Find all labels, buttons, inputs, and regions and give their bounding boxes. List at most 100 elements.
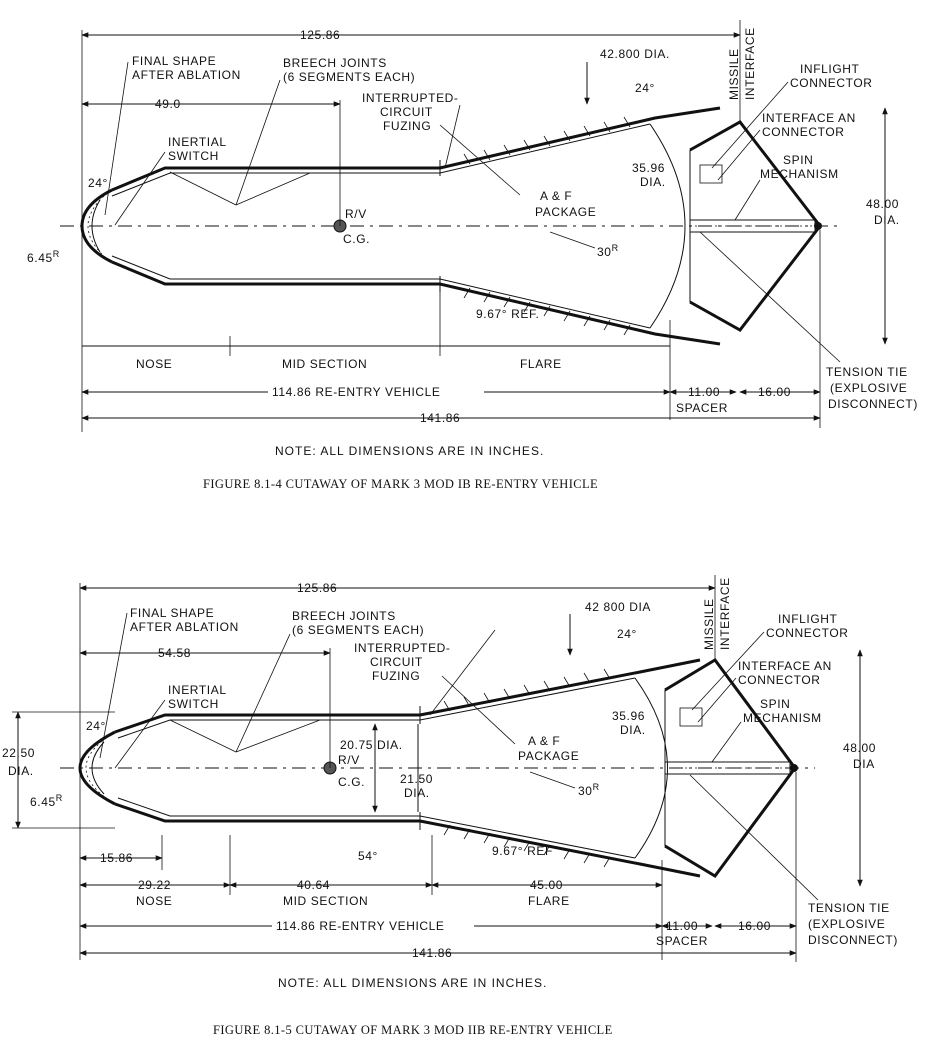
dim-nose-radius: 6.45R [30, 793, 63, 809]
dim-flare-len: 45.00 [530, 878, 563, 892]
dim-flare-angle: 24° [617, 627, 637, 641]
label-af-2: PACKAGE [535, 205, 596, 219]
label-mid: MID SECTION [282, 357, 367, 371]
dim-cg-dist: 54.58 [158, 646, 191, 660]
dim-package-dia-unit: DIA. [620, 723, 646, 737]
label-final-shape-2: AFTER ABLATION [132, 68, 241, 82]
dim-nose-len: 29.22 [138, 878, 171, 892]
dim-mid-len: 40.64 [297, 878, 330, 892]
vehicle-outline [78, 658, 798, 878]
label-inflight-2: CONNECTOR [790, 76, 873, 90]
dim-flare-ref: 9.67° REF [492, 844, 553, 858]
label-nose: NOSE [136, 357, 172, 371]
label-iface-an-2: CONNECTOR [738, 673, 821, 687]
label-fuzing-3: FUZING [372, 669, 420, 683]
label-inertial-1: INERTIAL [168, 683, 227, 697]
label-tension-2: (EXPLOSIVE [808, 917, 885, 931]
dim-package-dia-unit: DIA. [640, 175, 666, 189]
label-inflight-1: INFLIGHT [778, 612, 838, 626]
label-spin-1: SPIN [760, 697, 790, 711]
dim-spacer-label: SPACER [676, 401, 728, 415]
label-tension-3: DISCONNECT) [828, 397, 918, 411]
label-rv-cg-2: C.G. [343, 232, 370, 246]
dim-mid-dia2: 21.50 [400, 772, 433, 786]
label-fuzing-2: CIRCUIT [370, 655, 423, 669]
label-inflight-2: CONNECTOR [766, 626, 849, 640]
dim-nose-angle: 24° [86, 719, 106, 733]
label-inertial-2: SWITCH [168, 697, 219, 711]
label-interface: INTERFACE [743, 27, 757, 100]
dim-overall: 125.86 [297, 581, 337, 595]
dim-nose-dia: 22.50 [2, 746, 35, 760]
dim-nose-radius: 6.45R [27, 249, 60, 265]
label-missile: MISSILE [727, 48, 741, 100]
label-spin-2: MECHANISM [743, 711, 822, 725]
label-tension-2: (EXPLOSIVE [830, 381, 907, 395]
label-iface-an-1: INTERFACE AN [762, 111, 856, 125]
dim-total: 141.86 [420, 411, 460, 425]
figure-2: 125.86 54.58 42 800 DIA 24° 24° 6.45R 22… [2, 575, 898, 1037]
label-tension-1: TENSION TIE [826, 365, 908, 379]
label-nose: NOSE [136, 894, 172, 908]
label-fuzing-3: FUZING [383, 119, 431, 133]
dim-rv-length: 114.86 RE-ENTRY VEHICLE [276, 919, 445, 933]
dim-total: 141.86 [412, 946, 452, 960]
dim-flare-ref: 9.67° REF. [476, 307, 540, 321]
dim-cg-dist: 49.0 [155, 97, 181, 111]
dim-small-angle: 54° [358, 849, 378, 863]
label-flare: FLARE [528, 894, 570, 908]
dim-spacer-len: 11.00 [666, 919, 698, 933]
dim-tail-len: 16.00 [758, 385, 791, 399]
label-spin-1: SPIN [783, 153, 813, 167]
label-flare: FLARE [520, 357, 562, 371]
label-fuzing-1: INTERRUPTED- [354, 641, 451, 655]
label-inertial-2: SWITCH [168, 149, 219, 163]
label-rv-cg-1: R/V [338, 753, 360, 767]
label-breech-2: (6 SEGMENTS EACH) [283, 70, 415, 84]
label-fuzing-1: INTERRUPTED- [362, 91, 459, 105]
label-af-2: PACKAGE [518, 749, 579, 763]
label-interface: INTERFACE [718, 577, 732, 650]
note: NOTE: ALL DIMENSIONS ARE IN INCHES. [275, 444, 544, 458]
dim-spacer-len: 11.00 [688, 385, 720, 399]
dim-mid-dia: 20.75 DIA. [340, 738, 403, 752]
label-inertial-1: INERTIAL [168, 135, 227, 149]
figure-1: 125.86 49.0 42.800 DIA. 24° 24° 6.45R 35… [27, 20, 918, 491]
dim-package-dia: 35.96 [632, 161, 665, 175]
dim-nose-angle: 24° [88, 176, 108, 190]
label-missile: MISSILE [702, 598, 716, 650]
dim-flare-dia: 42 800 DIA [585, 600, 651, 614]
label-tension-3: DISCONNECT) [808, 933, 898, 947]
note: NOTE: ALL DIMENSIONS ARE IN INCHES. [278, 976, 547, 990]
label-tension-1: TENSION TIE [808, 901, 890, 915]
dim-base-radius: 30R [578, 782, 600, 798]
dim-outer-dia-unit: DIA. [874, 213, 900, 227]
label-mid: MID SECTION [283, 894, 368, 908]
label-final-shape-1: FINAL SHAPE [130, 606, 214, 620]
label-spin-2: MECHANISM [760, 167, 839, 181]
label-breech-1: BREECH JOINTS [283, 56, 387, 70]
dim-flare-angle: 24° [635, 81, 655, 95]
dim-flare-dia: 42.800 DIA. [600, 47, 670, 61]
dim-spacer-label: SPACER [656, 934, 708, 948]
dim-overall: 125.86 [300, 28, 340, 42]
dim-base-radius: 30R [597, 243, 619, 259]
dim-outer-dia-unit: DIA [853, 757, 875, 771]
dim-outer-dia: 48.00 [843, 741, 876, 755]
label-breech-2: (6 SEGMENTS EACH) [292, 623, 424, 637]
label-breech-1: BREECH JOINTS [292, 609, 396, 623]
caption: FIGURE 8.1-4 CUTAWAY OF MARK 3 MOD IB RE… [203, 477, 598, 491]
label-iface-an-1: INTERFACE AN [738, 659, 832, 673]
label-fuzing-2: CIRCUIT [380, 105, 433, 119]
vehicle-outline [80, 106, 822, 346]
label-inflight-1: INFLIGHT [800, 62, 860, 76]
label-final-shape-2: AFTER ABLATION [130, 620, 239, 634]
dim-mid-dia2-unit: DIA. [404, 786, 430, 800]
label-final-shape-1: FINAL SHAPE [132, 54, 216, 68]
dim-nose-dia-unit: DIA. [8, 764, 34, 778]
caption: FIGURE 8.1-5 CUTAWAY OF MARK 3 MOD IIB R… [213, 1023, 613, 1037]
dim-tail-len: 16.00 [738, 919, 771, 933]
dim-package-dia: 35.96 [612, 709, 645, 723]
label-iface-an-2: CONNECTOR [762, 125, 845, 139]
